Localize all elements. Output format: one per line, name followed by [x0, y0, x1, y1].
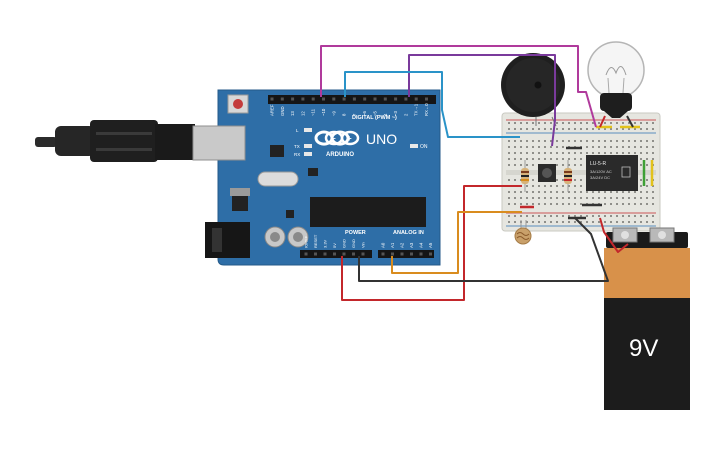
on-led [410, 144, 418, 148]
relay-rating-dc: 3A/24V DC [590, 175, 610, 180]
power-jack [205, 222, 250, 258]
header-holes [270, 97, 432, 256]
digital-pin-label: GND [280, 106, 285, 116]
led-label-tx: TX [294, 144, 300, 149]
piezo-buzzer[interactable] [501, 53, 565, 127]
digital-pin-label: ~11 [311, 108, 316, 116]
power-pin-label: 3.3V [323, 239, 328, 248]
power-pin-label: IOREF [304, 235, 309, 248]
breadboard[interactable] [501, 112, 661, 232]
wire-orange-a1[interactable] [391, 211, 522, 274]
board-brand-label: ARDUINO [326, 152, 354, 158]
resistor-1[interactable] [521, 160, 529, 192]
digital-pin-label: ~10 [321, 108, 326, 116]
digital-pin-label: 7 [352, 113, 357, 116]
analog-pin-label: A1 [390, 242, 395, 248]
analog-pin-label: A2 [400, 242, 405, 248]
on-led-label: ON [420, 144, 428, 150]
status-leds: L TX RX [294, 128, 312, 157]
power-pin-label: GND [342, 239, 347, 248]
digital-pin-label: 8 [342, 113, 347, 116]
analog-pin-label: A3 [409, 242, 414, 248]
power-label: POWER [345, 230, 366, 236]
digital-label: DIGITAL (PWM ~) [352, 115, 397, 121]
digital-pin-label: ~3 [393, 110, 398, 116]
digital-pin-label: ~5 [373, 110, 378, 116]
digital-pin-label: 12 [300, 111, 305, 116]
led-label-rx: RX [294, 152, 300, 157]
relay-rating-ac: 3A/120V AC [590, 169, 612, 174]
photoresistor[interactable] [514, 220, 532, 245]
svg-text:−: − [331, 134, 336, 143]
power-pin-label: GND [351, 239, 356, 248]
push-button[interactable] [538, 164, 556, 182]
wire-red-battery[interactable] [599, 217, 629, 253]
power-pin-label: RESET [313, 234, 318, 248]
pin-labels: AREF GND 13 12 ~11 ~10 ~9 8 7 ~6 ~5 4 ~3 2 TX→1 RX←0IOR… [270, 103, 434, 248]
analog-header[interactable] [378, 250, 434, 258]
digital-pin-label: 2 [403, 113, 408, 116]
wire-purple[interactable] [408, 54, 556, 147]
wire-red-5v[interactable] [341, 185, 522, 301]
crystal [257, 171, 299, 187]
arduino-logo: − + [314, 130, 360, 146]
digital-header[interactable] [268, 95, 436, 104]
digital-pin-label: 13 [290, 111, 295, 116]
digital-pin-label: ~9 [331, 110, 336, 116]
resistor-2[interactable] [564, 160, 572, 192]
digital-pin-label: 4 [383, 113, 388, 116]
digital-pin-label: TX→1 [414, 103, 419, 116]
wire-magenta[interactable] [320, 45, 597, 128]
usb-jack [192, 125, 246, 161]
digital-pin-label: RX←0 [424, 103, 429, 116]
power-pin-label: 5V [332, 243, 337, 248]
led-label-l: L [296, 128, 299, 133]
board-model-label: UNO [366, 131, 397, 147]
analog-pin-label: A4 [419, 242, 424, 248]
battery-9v[interactable]: 9V [604, 227, 690, 410]
atmega-chip [310, 197, 426, 227]
analog-pin-label: A5 [428, 242, 433, 248]
reset-button-cap[interactable] [233, 99, 243, 109]
relay-module[interactable]: LU-5-R 3A/120V AC 3A/24V DC [586, 155, 638, 191]
digital-pin-label: AREF [270, 104, 275, 116]
relay-model-label: LU-5-R [590, 161, 607, 167]
wire-black-gnd[interactable] [358, 217, 609, 282]
voltage-regulator [232, 195, 248, 211]
analog-pin-label: A0 [381, 242, 386, 248]
digital-pin-label: ~6 [362, 110, 367, 116]
svg-text:+: + [347, 134, 352, 143]
wire-blue[interactable] [344, 71, 520, 138]
battery-label: 9V [629, 335, 658, 362]
arduino-uno-board[interactable]: − + UNO ARDUINO DIGITAL (PWM ~) POWER AN… [192, 89, 441, 266]
light-bulb[interactable] [587, 41, 645, 128]
analog-label: ANALOG IN [393, 230, 424, 236]
power-pin-label: Vin [361, 242, 366, 248]
